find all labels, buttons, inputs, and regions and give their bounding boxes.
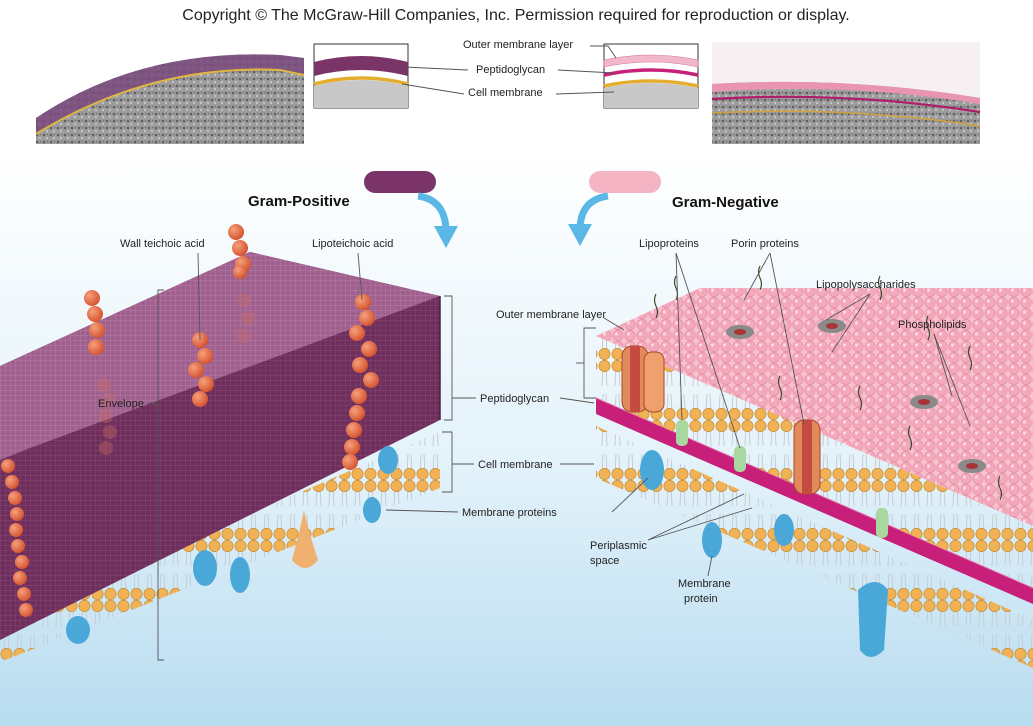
micrograph-gram-negative [711, 42, 981, 144]
gram-positive-labels: Wall teichoic acid Lipoteichoic acid Env… [98, 238, 393, 661]
gram-negative-title: Gram-Negative [672, 194, 779, 211]
label-outer-membrane-layer: Outer membrane layer [496, 309, 606, 321]
gram-positive-pointer [364, 171, 458, 248]
label-peptidoglycan: Peptidoglycan [480, 393, 549, 405]
label-membrane-protein-line1: Membrane [678, 578, 731, 590]
label-top-peptidoglycan: Peptidoglycan [476, 64, 545, 76]
label-membrane-protein-line2: protein [684, 593, 718, 605]
gram-negative-labels: Outer membrane layer Lipoproteins Porin … [496, 238, 971, 605]
gram-negative-inner-membrane [596, 426, 1033, 668]
gram-positive-title: Gram-Positive [248, 193, 350, 210]
gram-positive-peptidoglycan [0, 252, 441, 640]
gram-negative-porins [621, 319, 986, 495]
gram-negative-membrane-proteins [640, 450, 888, 657]
label-lipoteichoic-acid: Lipoteichoic acid [312, 238, 393, 250]
label-wall-teichoic-acid: Wall teichoic acid [120, 238, 205, 250]
micrograph-gram-positive [35, 42, 305, 145]
gram-positive-membrane [0, 432, 440, 662]
schematic-gram-negative [603, 43, 699, 109]
top-labels: Outer membrane layer Peptidoglycan Cell … [401, 39, 617, 99]
label-envelope: Envelope [98, 398, 144, 410]
gram-positive-membrane-proteins [66, 446, 398, 644]
label-lipopolysaccharides: Lipopolysaccharides [816, 279, 916, 291]
schematic-gram-positive [313, 43, 409, 109]
label-top-cell-membrane: Cell membrane [468, 87, 543, 99]
lipopolysaccharide-strands [653, 265, 1003, 501]
label-periplasmic-line2: space [590, 555, 619, 567]
label-membrane-proteins: Membrane proteins [462, 507, 557, 519]
label-porin-proteins: Porin proteins [731, 238, 799, 250]
label-cell-membrane: Cell membrane [478, 459, 553, 471]
label-periplasmic-line1: Periplasmic [590, 540, 647, 552]
label-phospholipids: Phospholipids [898, 319, 967, 331]
label-lipoproteins: Lipoproteins [639, 238, 699, 250]
copyright-text: Copyright © The McGraw-Hill Companies, I… [182, 7, 849, 24]
gram-negative-pointer [568, 171, 661, 246]
gram-negative-lipoproteins [676, 420, 888, 538]
teichoic-acid-chains [1, 224, 379, 617]
center-labels: Peptidoglycan Cell membrane Membrane pro… [385, 295, 595, 519]
label-top-outer-membrane: Outer membrane layer [463, 39, 573, 51]
